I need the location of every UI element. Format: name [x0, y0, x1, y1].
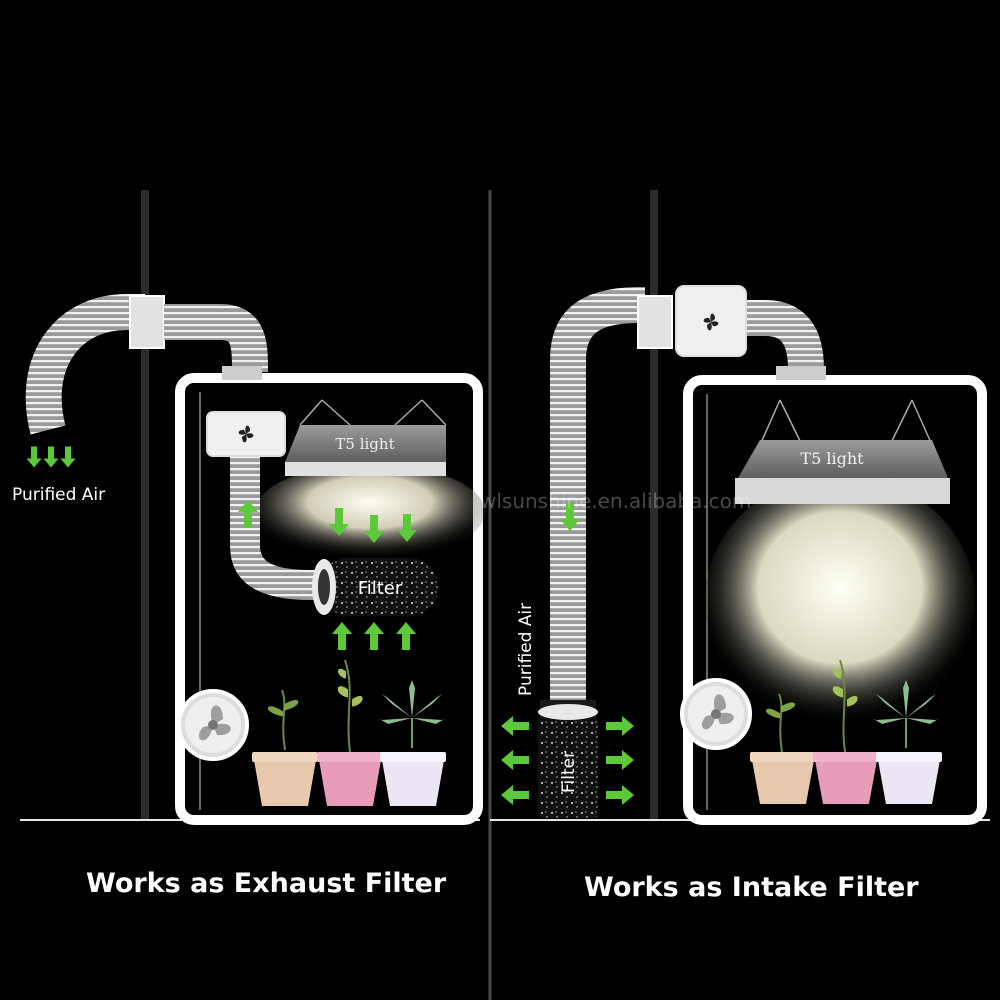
left-light-hanger [394, 399, 423, 426]
left-filter-up-arrow [332, 622, 352, 650]
right-sprout-stem [778, 693, 783, 753]
left-light-label: T5 light [335, 435, 394, 453]
left-pot-pink-rim [317, 752, 383, 762]
left-seedling-leaf [337, 668, 363, 707]
left-wall-flange [129, 295, 165, 349]
right-pot-white-rim [876, 752, 942, 762]
right-light-label: T5 light [800, 449, 864, 468]
left-purified-air-label: Purified Air [12, 485, 105, 505]
right-intake-arrow [606, 750, 634, 770]
right-light-glow [705, 475, 975, 725]
right-light-hanger [779, 399, 803, 446]
right-pot-pink [815, 760, 877, 804]
exhaust-filter-caption: Works as Exhaust Filter [86, 868, 447, 899]
watermark: wlsunshine.en.alibaba.com [480, 489, 751, 513]
left-light-hanger [321, 399, 351, 426]
right-plant-pots [750, 659, 942, 804]
left-carbon-filter [320, 558, 438, 616]
intake-filter-caption: Works as Intake Filter [584, 872, 919, 903]
right-intake-arrow [501, 750, 529, 770]
left-filter-cap-inner [318, 569, 330, 605]
right-light-hanger [911, 399, 933, 446]
right-cannabis-leaf [872, 680, 940, 748]
left-sprout-stem [281, 689, 286, 751]
left-filter-label: Filter [358, 578, 403, 599]
left-exhaust-arrow [43, 446, 59, 468]
right-circulation-fan-icon [680, 678, 752, 750]
right-intake-arrow [501, 716, 529, 736]
right-sprout-leaf [766, 702, 795, 719]
left-pot-white-rim [380, 752, 446, 762]
left-exhaust-arrow [26, 446, 42, 468]
right-pot-white [878, 760, 940, 804]
right-roof-collar [776, 366, 826, 380]
left-pot-beige [254, 760, 316, 806]
right-purified-air-label: Purified Air [516, 603, 536, 696]
left-seedling-stem [344, 659, 351, 753]
right-filter-label: Filter [559, 751, 579, 793]
right-vertical-hose [550, 287, 645, 710]
right-tent-frame [683, 375, 987, 825]
right-pot-beige [752, 760, 814, 804]
left-pot-white [382, 760, 444, 806]
right-seedling-stem [839, 659, 846, 753]
left-plant-pots [252, 659, 446, 806]
right-intake-arrow [606, 716, 634, 736]
left-tent-frame [175, 373, 483, 825]
left-circulation-fan-icon [177, 689, 249, 761]
right-intake-arrow [606, 785, 634, 805]
left-light-glow [255, 464, 485, 560]
left-filter-up-arrow [364, 622, 384, 650]
left-exterior-hose [25, 293, 145, 435]
right-intake-arrow [501, 785, 529, 805]
right-filter-cap [538, 704, 598, 720]
right-panel [490, 190, 990, 825]
right-t5-lamp-tube [735, 478, 950, 504]
right-interior-hose [740, 300, 824, 371]
left-down-hose [230, 455, 330, 600]
left-t5-lamp [285, 425, 446, 462]
left-panel [20, 190, 485, 825]
right-pot-beige-rim [750, 752, 816, 762]
left-pot-pink [319, 760, 381, 806]
left-roof-collar [222, 366, 262, 380]
left-pot-beige-rim [252, 752, 318, 762]
right-light-hanger [889, 399, 913, 446]
left-cannabis-leaf [378, 680, 446, 748]
right-pot-pink-rim [813, 752, 879, 762]
right-seedling-leaf [832, 668, 858, 707]
right-t5-lamp [738, 440, 948, 478]
right-wall-flange [637, 295, 673, 349]
left-filter-up-arrow [396, 622, 416, 650]
left-interior-hose [164, 304, 268, 373]
left-sprout-leaf [267, 700, 299, 717]
left-t5-lamp-tube [285, 462, 446, 476]
right-light-hanger [759, 399, 781, 446]
left-exhaust-arrow [60, 446, 76, 468]
left-light-hanger [421, 399, 447, 426]
right-carbon-filter [538, 718, 598, 818]
left-light-hanger [299, 399, 323, 426]
